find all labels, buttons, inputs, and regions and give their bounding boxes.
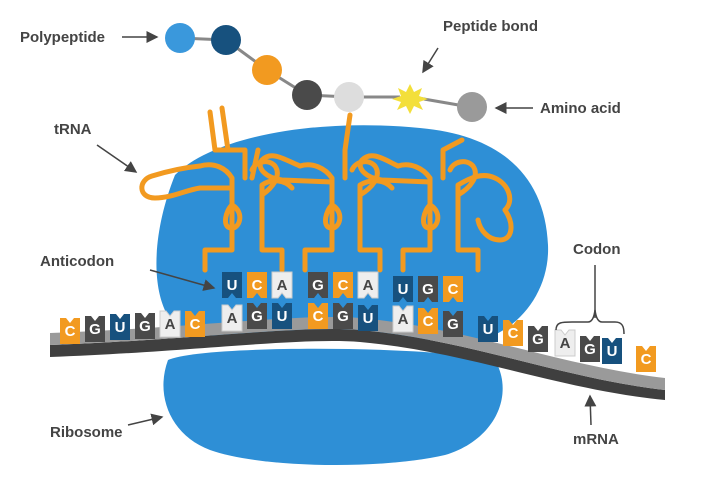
ribosome-arrow bbox=[127, 413, 164, 426]
trna-arrow bbox=[96, 144, 138, 173]
svg-text:C: C bbox=[65, 323, 76, 340]
svg-text:C: C bbox=[338, 277, 349, 294]
trna-molecules bbox=[139, 105, 514, 273]
svg-text:G: G bbox=[251, 308, 263, 325]
svg-text:C: C bbox=[423, 313, 434, 330]
amino-acid-beads bbox=[165, 23, 364, 112]
svg-text:U: U bbox=[277, 308, 288, 325]
amino-acid-circle bbox=[165, 23, 195, 53]
base-c: C bbox=[418, 308, 438, 334]
base-a: A bbox=[554, 329, 576, 357]
trna-2 bbox=[257, 112, 395, 273]
amino-acid-circle bbox=[211, 25, 241, 55]
svg-text:C: C bbox=[313, 308, 324, 325]
polypeptide-chain bbox=[165, 23, 487, 122]
base-u: U bbox=[110, 314, 130, 340]
peptide-bond-arrow bbox=[422, 47, 439, 74]
amino-acid-label: Amino acid bbox=[540, 100, 621, 117]
trna-3 bbox=[357, 137, 514, 273]
svg-text:C: C bbox=[190, 316, 201, 333]
base-u: U bbox=[478, 316, 498, 342]
svg-text:C: C bbox=[508, 325, 519, 342]
base-a: A bbox=[271, 271, 293, 299]
base-a: A bbox=[357, 271, 379, 299]
amino-acid-circle bbox=[252, 55, 282, 85]
amino-acid-circle bbox=[457, 92, 487, 122]
svg-text:G: G bbox=[532, 331, 544, 348]
codon-bracket bbox=[555, 309, 625, 335]
base-u: U bbox=[272, 303, 292, 329]
peptide-bond-star bbox=[392, 84, 428, 114]
svg-text:G: G bbox=[447, 316, 459, 333]
svg-text:G: G bbox=[89, 321, 101, 338]
base-u: U bbox=[222, 272, 242, 298]
svg-text:G: G bbox=[312, 277, 324, 294]
base-g: G bbox=[135, 313, 155, 339]
base-c: C bbox=[333, 272, 353, 298]
svg-text:A: A bbox=[560, 335, 571, 352]
svg-text:G: G bbox=[422, 281, 434, 298]
base-g: G bbox=[418, 276, 438, 302]
base-c: C bbox=[60, 318, 80, 344]
svg-text:U: U bbox=[607, 343, 618, 360]
base-g: G bbox=[247, 303, 267, 329]
base-g: G bbox=[528, 326, 548, 352]
svg-text:C: C bbox=[641, 351, 652, 368]
svg-text:G: G bbox=[584, 341, 596, 358]
base-u: U bbox=[602, 338, 622, 364]
base-g: G bbox=[85, 316, 105, 342]
svg-text:A: A bbox=[227, 310, 238, 327]
amino-acid-circle bbox=[334, 82, 364, 112]
base-a: A bbox=[221, 304, 243, 332]
base-a: A bbox=[392, 305, 414, 333]
base-g: G bbox=[308, 272, 328, 298]
svg-text:A: A bbox=[277, 277, 288, 294]
svg-text:U: U bbox=[363, 310, 374, 327]
base-c: C bbox=[247, 272, 267, 298]
label-arrows bbox=[96, 31, 597, 426]
svg-text:G: G bbox=[337, 308, 349, 325]
base-a: A bbox=[159, 310, 181, 338]
ribosome-small-subunit bbox=[163, 348, 503, 466]
base-u: U bbox=[358, 305, 378, 331]
polypeptide-label: Polypeptide bbox=[20, 29, 105, 46]
svg-text:A: A bbox=[363, 277, 374, 294]
base-c: C bbox=[503, 320, 523, 346]
base-g: G bbox=[333, 303, 353, 329]
svg-text:U: U bbox=[115, 319, 126, 336]
svg-text:C: C bbox=[448, 281, 459, 298]
mrna-backbone-dark bbox=[50, 328, 665, 400]
peptide-bond-label: Peptide bond bbox=[443, 18, 538, 35]
mrna-label: mRNA bbox=[573, 431, 619, 448]
amino-acid-circle bbox=[292, 80, 322, 110]
svg-text:U: U bbox=[227, 277, 238, 294]
ribosome-label: Ribosome bbox=[50, 424, 123, 441]
mrna-arrow bbox=[584, 394, 597, 426]
svg-text:C: C bbox=[252, 277, 263, 294]
base-c: C bbox=[443, 276, 463, 302]
svg-text:G: G bbox=[139, 318, 151, 335]
svg-text:U: U bbox=[398, 281, 409, 298]
base-c: C bbox=[308, 303, 328, 329]
trna-1 bbox=[139, 105, 295, 273]
anticodon-arrow bbox=[149, 269, 216, 291]
base-c: C bbox=[636, 346, 656, 372]
trna-label: tRNA bbox=[54, 121, 92, 138]
base-g: G bbox=[443, 311, 463, 337]
anticodon-label: Anticodon bbox=[40, 253, 114, 270]
base-g: G bbox=[580, 336, 600, 362]
codon-label: Codon bbox=[573, 241, 620, 258]
base-u: U bbox=[393, 276, 413, 302]
svg-text:U: U bbox=[483, 321, 494, 338]
svg-text:A: A bbox=[165, 316, 176, 333]
svg-text:A: A bbox=[398, 311, 409, 328]
base-c: C bbox=[185, 311, 205, 337]
